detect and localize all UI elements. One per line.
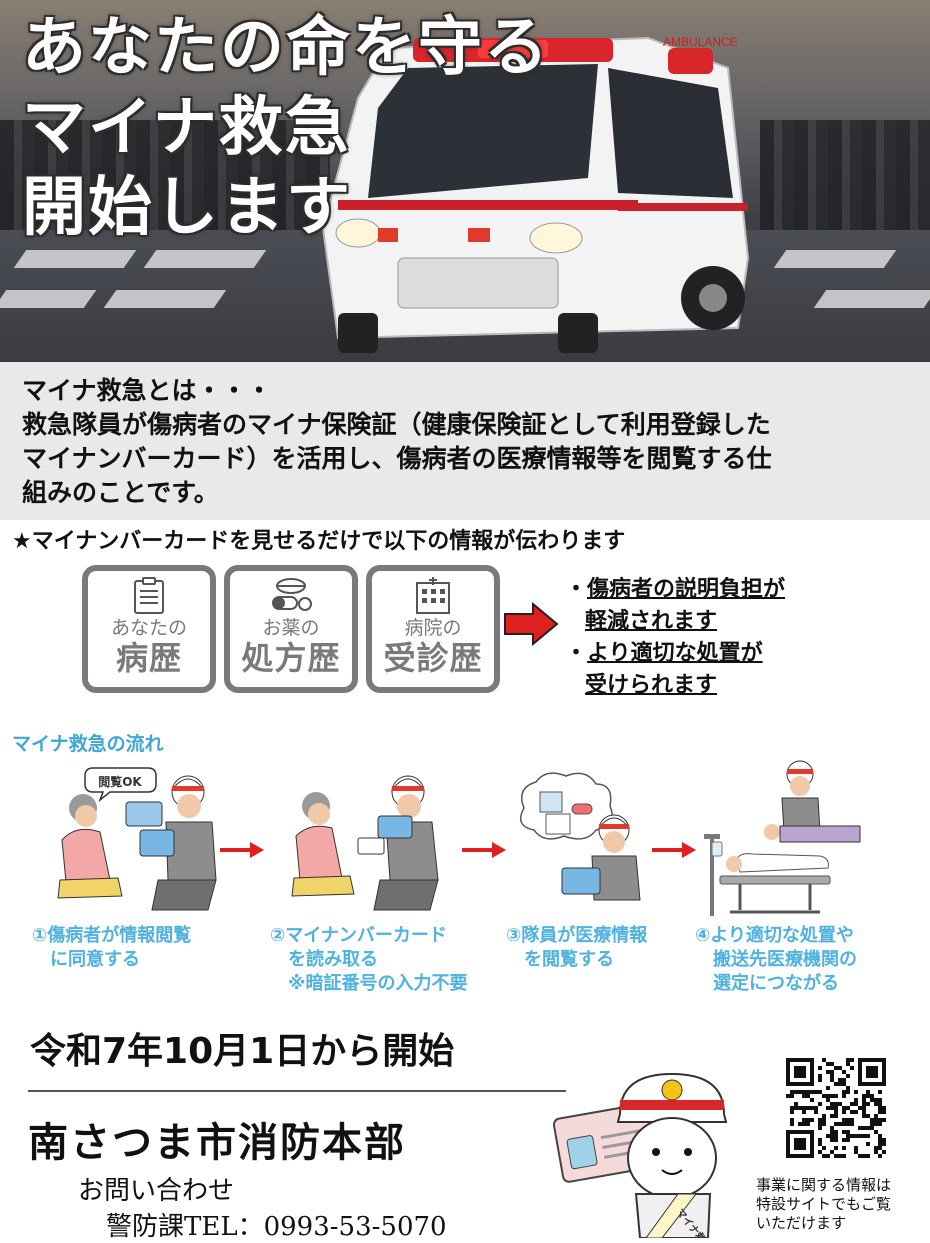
step-caption-4: ④より適切な処置や 搬送先医療機関の 選定につながる [695, 925, 857, 994]
benefits-list: ・傷病者の説明負担が 軽減されます ・より適切な処置が 受けられます [565, 574, 785, 702]
hospital-icon [416, 577, 450, 614]
step-caption-2: ②マイナンバーカード を読み取る ※暗証番号の入力不要 [270, 925, 468, 994]
benefit-item: ・傷病者の説明負担が [565, 577, 786, 602]
definition-line: マイナンバーカード）を活用し、傷病者の医療情報等を閲覧する仕 [22, 444, 772, 473]
qr-code-icon[interactable] [786, 1058, 886, 1158]
definition-line: 組みのことです。 [22, 478, 219, 507]
qr-note: 事業に関する情報は 特設サイトでもご覧 いただけます [756, 1176, 892, 1232]
info-card-hospital-visits: 病院の 受診歴 [366, 565, 500, 693]
crowd-right [760, 120, 930, 230]
arrow-right-icon [220, 842, 264, 858]
info-heading: ★マイナンバーカードを見せるだけで以下の情報が伝わります [12, 529, 626, 554]
crowd-left [0, 120, 330, 230]
benefit-item-cont: 受けられます [585, 673, 718, 698]
info-card-medical-history: あなたの 病歴 [82, 565, 216, 693]
definition-line: 救急隊員が傷病者のマイナ保険証（健康保険証として利用登録した [22, 410, 771, 439]
card-label-large: 受診歴 [383, 639, 483, 677]
divider [28, 1090, 566, 1092]
card-label-small: あなたの [110, 617, 187, 639]
start-date: 令和7年10月1日から開始 [30, 1031, 455, 1072]
step3-illustration [519, 772, 641, 901]
clipboard-icon [134, 577, 164, 614]
definition-line: マイナ救急とは・・・ [22, 376, 272, 405]
firefighter-mascot: マイナ救急 [552, 1072, 728, 1238]
step4-illustration [704, 760, 861, 916]
svg-text:閲覧OK: 閲覧OK [98, 774, 142, 789]
benefit-item: ・より適切な処置が [565, 641, 763, 666]
card-label-large: 病歴 [115, 639, 182, 677]
info-card-prescription: お薬の 処方歴 [224, 565, 358, 693]
svg-text:AMBULANCE: AMBULANCE [663, 35, 738, 49]
card-label-large: 処方歴 [241, 639, 341, 677]
hero-title: あなたの命を守る マイナ救急 開始します [22, 10, 550, 245]
flow-heading: マイナ救急の流れ [12, 733, 164, 755]
step-caption-3: ③隊員が医療情報 を閲覧する [506, 925, 648, 970]
card-label-small: お薬の [262, 617, 320, 639]
benefit-item-cont: 軽減されます [585, 609, 718, 634]
ambulance-image: AMBULANCE [321, 35, 750, 353]
hero-banner: AMBULANCE あなたの命を守る マイナ救急 開始します [0, 0, 930, 362]
step2-illustration [291, 775, 439, 911]
arrow-right-icon [462, 842, 506, 858]
pills-icon [272, 578, 312, 611]
card-label-small: 病院の [404, 617, 462, 639]
department-name: 南さつま市消防本部 [28, 1120, 406, 1166]
arrow-right-icon [652, 842, 696, 858]
contact-phone[interactable]: 警防課TEL：0993-53-5070 [106, 1212, 447, 1242]
contact-label: お問い合わせ [78, 1176, 235, 1206]
step-caption-1: ①傷病者が情報閲覧 に同意する [32, 925, 192, 970]
arrow-right-icon [504, 602, 559, 646]
definition-box: マイナ救急とは・・・ 救急隊員が傷病者のマイナ保険証（健康保険証として利用登録し… [0, 362, 930, 520]
step1-illustration: 閲覧OK [57, 767, 217, 911]
